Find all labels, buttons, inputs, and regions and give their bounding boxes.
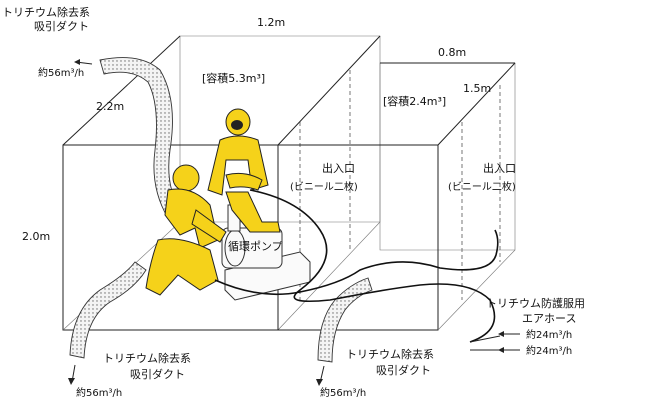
worker-kneeling-torso <box>164 188 219 249</box>
small-front-face <box>277 144 439 331</box>
air-hoses <box>214 189 501 351</box>
air-hose-line1: トリチウム防護服用 <box>486 296 585 310</box>
dim-large-depth: 2.2m <box>96 100 124 113</box>
duct-bottom-left-flow: 約56m³/h <box>76 386 122 399</box>
large-edge-br <box>277 221 381 331</box>
worker-kneeling <box>145 164 227 296</box>
duct-bottom-right-flow: 約56m³/h <box>320 386 366 399</box>
worker-standing-legs <box>225 191 281 233</box>
duct-top-left-line2: 吸引ダクト <box>34 19 89 33</box>
entrance-small-line1: 出入口 <box>483 161 516 175</box>
duct-bottom-left-line2: 吸引ダクト <box>130 367 185 381</box>
small-back-face <box>379 62 516 251</box>
worker-kneeling-legs <box>145 238 219 296</box>
air-hose-pointer-1 <box>469 335 501 343</box>
volume-large: [容積5.3m³] <box>202 71 265 85</box>
worker-standing-arm <box>225 172 263 191</box>
worker-standing <box>207 108 281 233</box>
duct-bottom-right <box>317 277 373 363</box>
dim-small-width: 0.8m <box>438 46 466 59</box>
pump-label: 循環ポンプ <box>228 240 283 253</box>
worker-kneeling-head <box>172 164 200 192</box>
worker-kneeling-arm <box>191 209 227 243</box>
entrance-large-line2: (ビニール二枚) <box>290 180 358 193</box>
dim-large-width: 1.2m <box>257 16 285 29</box>
duct-top-left-line1: トリチウム除去系 <box>2 5 90 19</box>
small-edge-tr <box>437 62 516 146</box>
entrance-small-line2: (ビニール二枚) <box>448 180 516 193</box>
worker-standing-mask <box>231 120 243 130</box>
duct-bottom-right-line2: 吸引ダクト <box>376 363 431 377</box>
dim-height: 2.0m <box>22 230 50 243</box>
duct-bottom-left-line1: トリチウム除去系 <box>103 351 191 365</box>
dim-small-depth: 1.5m <box>463 82 491 95</box>
duct-bottom-left <box>69 261 147 359</box>
volume-small: [容積2.4m³] <box>383 94 446 108</box>
air-hose-flow1: 約24m³/h <box>526 328 572 341</box>
large-edge-tl <box>62 35 181 146</box>
circulation-pump <box>221 204 311 301</box>
entrance-large-line1: 出入口 <box>322 161 355 175</box>
air-hose-flow2: 約24m³/h <box>526 344 572 357</box>
air-hose-line2: エアホース <box>522 312 576 325</box>
large-edge-tr <box>277 35 381 146</box>
duct-top-left-flow: 約56m³/h <box>38 66 84 79</box>
flow-arrows <box>68 59 520 386</box>
duct-bottom-right-line1: トリチウム除去系 <box>346 347 434 361</box>
